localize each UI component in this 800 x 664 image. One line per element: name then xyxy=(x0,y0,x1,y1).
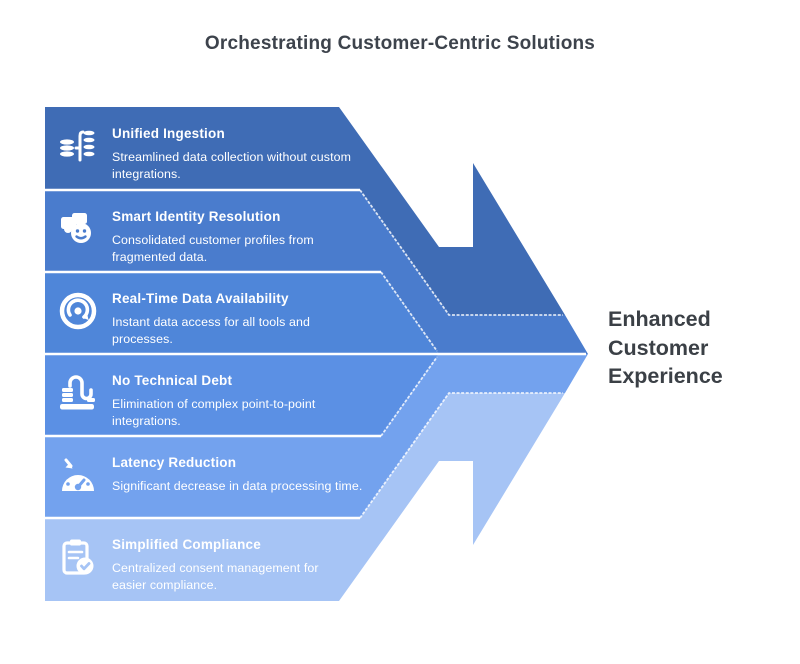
band-description: Instant data access for all tools and pr… xyxy=(112,315,310,346)
ribbon-band-1 xyxy=(45,107,565,315)
ribbon-band-6 xyxy=(45,393,565,601)
speedometer-icon xyxy=(62,458,94,491)
band-description: Elimination of complex point-to-point in… xyxy=(112,397,316,428)
band-title: Smart Identity Resolution xyxy=(112,209,281,224)
band-description: Centralized consent management for easie… xyxy=(112,561,319,592)
band-description: Significant decrease in data processing … xyxy=(112,479,363,493)
band-description: Consolidated customer profiles from frag… xyxy=(112,233,314,264)
flow-divider-5-6 xyxy=(359,392,563,519)
band-title: Real-Time Data Availability xyxy=(112,291,289,306)
page-title: Orchestrating Customer-Centric Solutions xyxy=(204,33,596,54)
band-title: Latency Reduction xyxy=(112,455,237,470)
band-title: No Technical Debt xyxy=(112,373,233,388)
flow-divider-4-5 xyxy=(380,356,438,437)
pipeline-blocks-icon xyxy=(60,375,95,410)
band-title: Unified Ingestion xyxy=(112,126,225,141)
flow-divider-1-2 xyxy=(359,189,563,316)
band-title: Simplified Compliance xyxy=(112,537,261,552)
clipboard-check-icon xyxy=(62,539,94,575)
identity-puzzle-icon xyxy=(61,213,91,243)
flow-divider-2-3 xyxy=(380,271,438,352)
database-ingestion-icon xyxy=(60,130,95,162)
ribbon-band-3 xyxy=(45,272,439,354)
outcome-label: Enhanced Customer Experience xyxy=(608,307,723,388)
ribbon-band-4 xyxy=(45,354,439,436)
band-description: Streamlined data collection without cust… xyxy=(112,150,352,181)
realtime-sync-icon xyxy=(59,292,97,330)
